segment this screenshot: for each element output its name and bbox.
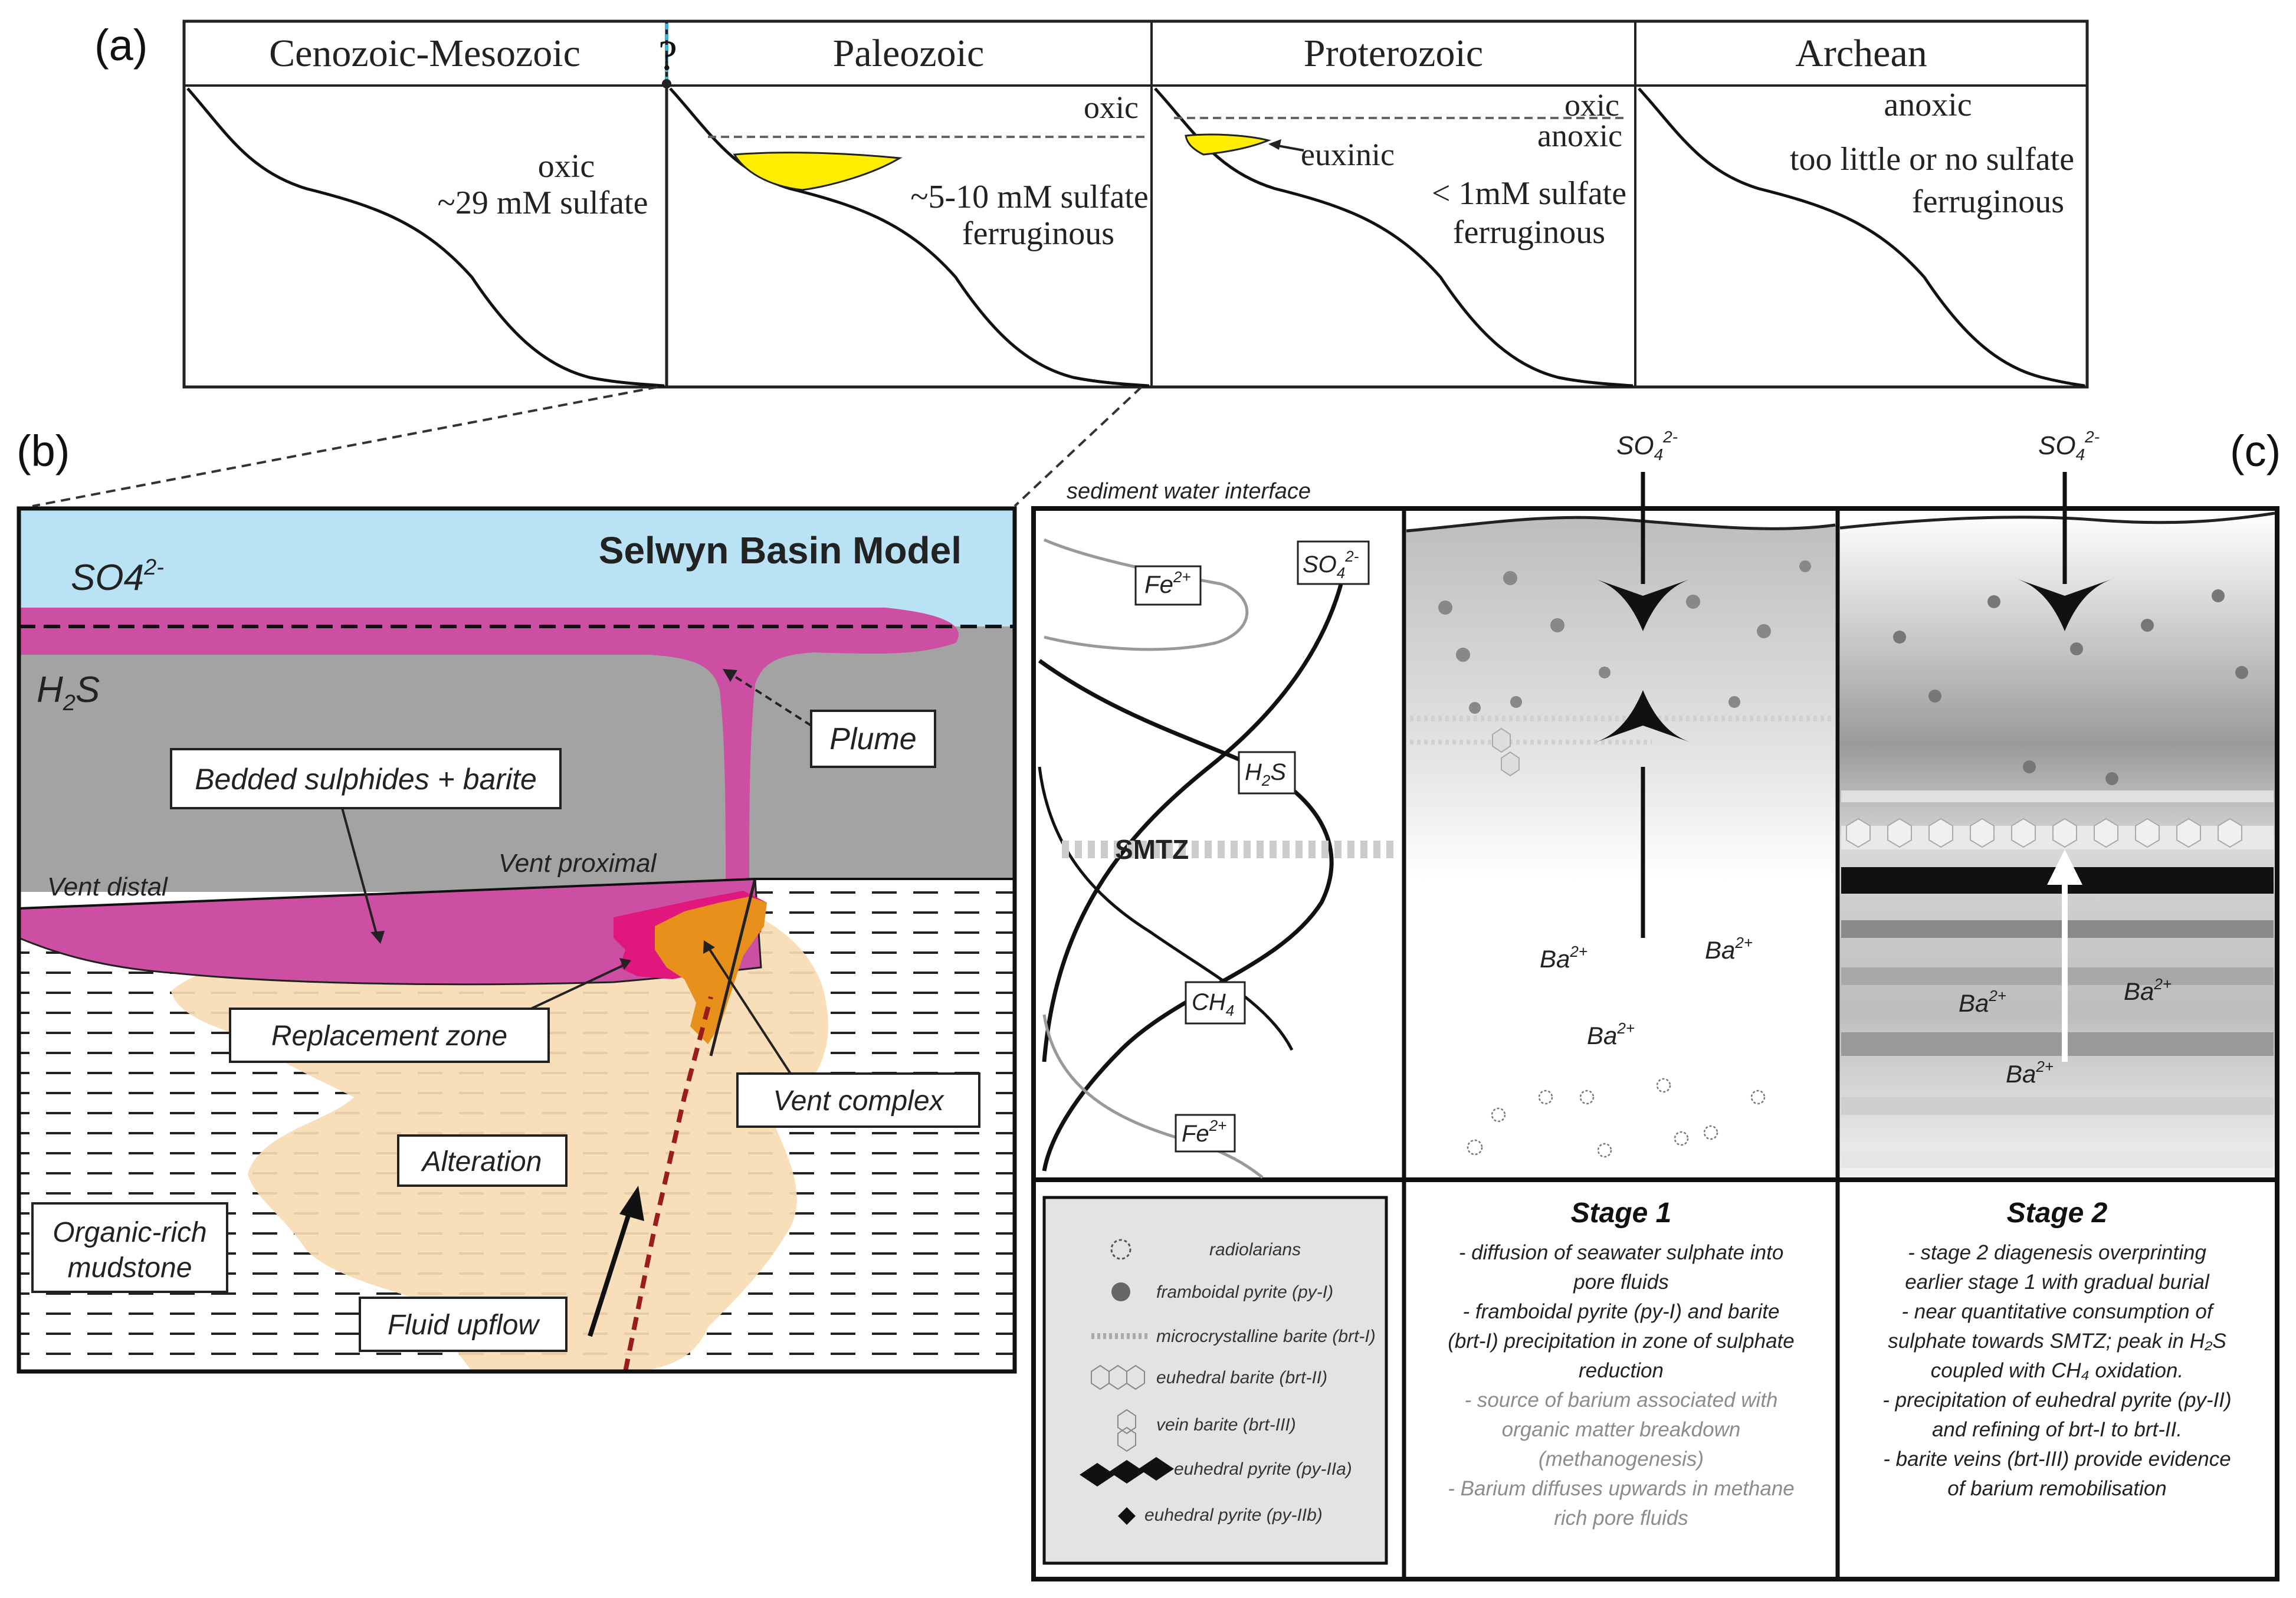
text-cenozoic-oxic: oxic <box>538 148 595 185</box>
panel-b: Selwyn Basin Model SO42- H2S Plume Bedde… <box>17 506 1017 1374</box>
profile-curve-proterozoic <box>1154 87 1634 388</box>
legend-euhedral-barite: euhedral barite (brt-II) <box>1156 1368 1327 1387</box>
profile-curve-archean <box>1638 87 2085 388</box>
so4-arrow-label-1: SO42- <box>1616 428 1678 464</box>
fluid-upflow-arrow <box>588 1205 634 1337</box>
stage1-line: - framboidal pyrite (py-I) and barite <box>1463 1300 1780 1323</box>
stage1-line: (brt-I) precipitation in zone of sulphat… <box>1448 1330 1795 1353</box>
stage1-line: (methanogenesis) <box>1539 1448 1704 1471</box>
interface-label: sediment water interface <box>1067 479 1311 504</box>
stage1-line: pore fluids <box>1573 1271 1668 1294</box>
ba-label-3: Ba2+ <box>1587 1019 1635 1049</box>
profile-curve-cenozoic <box>186 87 665 388</box>
h2s-profile-label: H2S <box>1245 759 1286 789</box>
euxinic-lens-paleozoic <box>733 152 903 191</box>
stage1-line: - Barium diffuses upwards in methane <box>1448 1477 1795 1500</box>
fe-curve <box>1043 538 1249 651</box>
era-title-cenozoic: Cenozoic-Mesozoic <box>269 32 580 75</box>
text-proterozoic-anoxic: anoxic <box>1537 118 1622 153</box>
fe-bottom-label: Fe2+ <box>1182 1117 1226 1147</box>
ba-label-2: Ba2+ <box>1705 934 1753 964</box>
stage2-title: Stage 2 <box>2007 1197 2108 1229</box>
h2s-label: H2S <box>37 670 100 716</box>
question-mark: ? <box>658 32 677 79</box>
legend-vein-barite: vein barite (brt-III) <box>1156 1415 1296 1435</box>
legend-microcrystalline-barite: microcrystalline barite (brt-I) <box>1156 1327 1376 1346</box>
stage1-line: - diffusion of seawater sulphate into <box>1459 1241 1784 1264</box>
stage2-line: - precipitation of euhedral pyrite (py-I… <box>1882 1389 2231 1412</box>
so4-arrow-label-2: SO42- <box>2038 428 2100 464</box>
text-paleozoic-sulfate: ~5-10 mM sulfate <box>910 179 1149 215</box>
organic-label-2: mudstone <box>68 1252 192 1284</box>
ch4-profile-label: CH4 <box>1192 989 1234 1019</box>
stage1-line: - source of barium associated with <box>1464 1389 1777 1412</box>
vent-complex <box>655 897 767 1044</box>
euxinic-lens-proterozoic <box>1185 133 1271 156</box>
stage1-text: - diffusion of seawater sulphate into por… <box>1448 1241 1795 1530</box>
text-cenozoic-sulfate: ~29 mM sulfate <box>438 185 648 221</box>
legend-euhedral-pyrite-iib: euhedral pyrite (py-IIb) <box>1144 1505 1323 1525</box>
stage2-line: earlier stage 1 with gradual burial <box>1905 1271 2210 1294</box>
fluid-upflow-label: Fluid upflow <box>388 1310 540 1341</box>
legend-box <box>1042 1196 1388 1565</box>
stage1-line: reduction <box>1579 1359 1664 1382</box>
so4-profile-label: SO42- <box>1303 547 1359 582</box>
legend-icons <box>1080 1239 1174 1525</box>
text-proterozoic-ferruginous: ferruginous <box>1453 214 1605 251</box>
text-paleozoic-ferruginous: ferruginous <box>962 215 1114 252</box>
h2s-curve <box>1038 659 1334 1172</box>
panel-label-c: (c) <box>2230 426 2281 475</box>
alteration-label: Alteration <box>421 1146 542 1177</box>
era-title-paleozoic: Paleozoic <box>833 32 985 75</box>
stage2-line: and refining of brt-I to brt-II. <box>1932 1418 2182 1441</box>
replacement-label: Replacement zone <box>271 1021 507 1052</box>
ba-label-1: Ba2+ <box>1540 943 1587 973</box>
stage2-line: sulphate towards SMTZ; peak in H₂S <box>1888 1330 2226 1353</box>
panel-label-a: (a) <box>94 21 147 70</box>
organic-label-1: Organic-rich <box>53 1217 206 1248</box>
selwyn-title: Selwyn Basin Model <box>599 529 962 572</box>
vent-complex-label: Vent complex <box>773 1085 944 1117</box>
ch4-curve <box>1038 766 1294 1051</box>
ba-label-6: Ba2+ <box>2006 1058 2054 1088</box>
panel-label-b: (b) <box>17 426 70 475</box>
smtz-label: SMTZ <box>1115 834 1189 865</box>
panel-c: sediment water interface <box>1031 428 2279 1581</box>
legend-framboidal-pyrite: framboidal pyrite (py-I) <box>1156 1282 1333 1302</box>
legend-radiolarians: radiolarians <box>1209 1240 1301 1259</box>
vent-distal-label: Vent distal <box>47 872 168 901</box>
ba-label-5: Ba2+ <box>2124 975 2172 1005</box>
stage2-text: - stage 2 diagenesis overprinting earlier… <box>1882 1241 2231 1500</box>
text-archean-ferruginous: ferruginous <box>1912 183 2064 220</box>
fe-top-label: Fe2+ <box>1144 568 1191 598</box>
stage1-title: Stage 1 <box>1571 1197 1672 1229</box>
legend-euhedral-pyrite-iia: euhedral pyrite (py-IIa) <box>1174 1459 1352 1479</box>
stage2-line: - near quantitative consumption of <box>1901 1300 2215 1323</box>
era-title-archean: Archean <box>1795 32 1927 75</box>
text-archean-anoxic: anoxic <box>1884 87 1972 123</box>
stage2-line: - stage 2 diagenesis overprinting <box>1908 1241 2206 1264</box>
text-proterozoic-euxinic: euxinic <box>1301 137 1395 172</box>
text-proterozoic-oxic: oxic <box>1564 87 1619 123</box>
text-archean-sulfate: too little or no sulfate <box>1790 141 2074 178</box>
stage1-line: organic matter breakdown <box>1502 1418 1741 1441</box>
ba-label-4: Ba2+ <box>1959 987 2006 1017</box>
stage2-line: coupled with CH₄ oxidation. <box>1931 1359 2183 1382</box>
stage2-line: - barite veins (brt-III) provide evidenc… <box>1883 1448 2231 1471</box>
text-proterozoic-sulfate: < 1mM sulfate <box>1432 175 1626 212</box>
era-title-proterozoic: Proterozoic <box>1304 32 1483 75</box>
so4-label: SO42- <box>71 555 164 598</box>
plume-layer <box>19 608 959 885</box>
stage2-line: of barium remobilisation <box>1947 1477 2167 1500</box>
stage1-line: rich pore fluids <box>1554 1507 1688 1530</box>
plume-label: Plume <box>829 722 916 756</box>
bedded-label: Bedded sulphides + barite <box>195 763 537 796</box>
so4-curve <box>1042 551 1350 1062</box>
panel-a: ? Cenozoic-Mesozoic Paleozoic Proterozoi… <box>182 19 2089 389</box>
vent-proximal-label: Vent proximal <box>498 849 657 878</box>
text-paleozoic-oxic: oxic <box>1084 90 1139 125</box>
